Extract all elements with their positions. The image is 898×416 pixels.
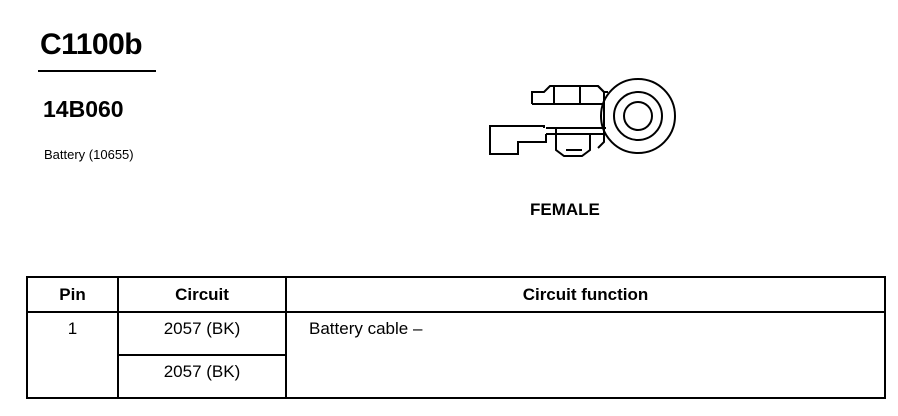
column-header-circuit-function: Circuit function — [285, 276, 886, 313]
circuit-function: Battery cable – — [285, 311, 886, 399]
connector-id-underline — [38, 70, 156, 72]
column-header-pin: Pin — [26, 276, 119, 313]
connector-gender-label: FEMALE — [530, 200, 600, 219]
component-name: Battery (10655) — [44, 147, 134, 162]
table-row: 2057 (BK) — [27, 354, 885, 399]
part-number: 14B060 — [43, 96, 124, 122]
table-row: 1 2057 (BK) Battery cable – — [26, 311, 886, 399]
pin-number: 1 — [26, 311, 119, 399]
circuit-value: 2057 (BK) — [117, 311, 287, 356]
circuit-value: 2057 (BK) — [117, 354, 287, 399]
pin-table: Pin Circuit Circuit function 1 2057 (BK)… — [26, 276, 886, 399]
table-header-row: Pin Circuit Circuit function — [26, 276, 886, 313]
column-header-circuit: Circuit — [117, 276, 287, 313]
connector-id: C1100b — [40, 28, 143, 61]
ring-terminal-icon — [489, 78, 676, 157]
